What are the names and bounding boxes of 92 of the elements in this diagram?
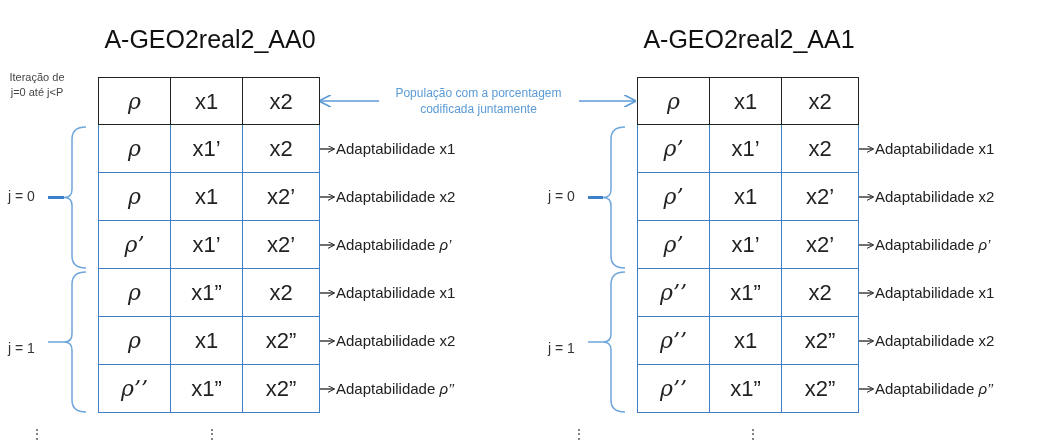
fitness-label: Adaptabilidade ρ’ [875, 235, 991, 255]
table-cell: x1” [710, 365, 782, 412]
table-row [637, 125, 859, 173]
table-cell: ρ’ [99, 221, 171, 268]
fitness-label: Adaptabilidade x1 [336, 283, 456, 303]
arrow [319, 241, 336, 249]
text-label: ⋮ [572, 425, 586, 444]
fitness-label: Adaptabilidade x2 [875, 187, 995, 207]
table-cell: ρ’’ [99, 365, 171, 412]
fitness-label: Adaptabilidade ρ’’ [875, 379, 994, 399]
table-cell: x1 [171, 78, 243, 124]
table-cell: ρ’’ [638, 365, 710, 412]
table-cell: x1’ [171, 125, 243, 172]
text-label: j = 1 [548, 339, 575, 358]
arrow [858, 193, 875, 201]
table-row [637, 365, 859, 413]
table-cell-text: x2’ [265, 183, 297, 211]
arrow [858, 145, 875, 153]
table-cell-text: x2 [268, 279, 294, 307]
text-label: ⋮ [205, 425, 219, 444]
fitness-label: Adaptabilidade x1 [875, 139, 995, 159]
table-title: A-GEO2real2_AA0 [104, 24, 316, 55]
table-cell: x1 [171, 317, 243, 364]
table-cell: x1 [171, 173, 243, 220]
table-row [637, 221, 859, 269]
table-cell-text: x2” [803, 327, 837, 355]
table-cell: ρ [99, 173, 171, 220]
table-row [98, 221, 320, 269]
table-cell: x1” [171, 269, 243, 316]
table-cell: ρ [99, 125, 171, 172]
table-cell-text: x2 [807, 279, 833, 307]
table-cell-text: x2 [268, 135, 294, 163]
table-cell: ρ [638, 78, 710, 124]
table-cell: ρ’ [638, 221, 710, 268]
table-cell: x1’ [710, 125, 782, 172]
arrow [319, 145, 336, 153]
table-cell: x1 [710, 173, 782, 220]
table-cell-text: x2’ [265, 231, 297, 259]
table-row [637, 77, 859, 125]
table-row [98, 269, 320, 317]
edge-label: População com a porcentagem codificada juntamente [378, 85, 579, 117]
text-label: j = 0 [548, 187, 575, 206]
table-cell: ρ [99, 269, 171, 316]
fitness-label: Adaptabilidade ρ’’ [336, 379, 455, 399]
table-cell: x1’ [710, 221, 782, 268]
text-label: j = 1 [8, 339, 35, 358]
iteration-note: Iteração de j=0 até j<P [8, 70, 66, 100]
table-title: A-GEO2real2_AA1 [643, 24, 855, 55]
table-cell: ρ’ [638, 173, 710, 220]
table-cell: x1’ [171, 221, 243, 268]
table-cell: ρ’ [638, 125, 710, 172]
arrow [319, 289, 336, 297]
arrow [319, 193, 336, 201]
arrow [858, 241, 875, 249]
fitness-label: Adaptabilidade ρ’ [336, 235, 452, 255]
table-cell-text: x2’ [804, 183, 836, 211]
table-cell-text: x2 [268, 87, 294, 116]
table-cell-text: x2’ [804, 231, 836, 259]
table-cell: ρ [99, 317, 171, 364]
table-row [98, 125, 320, 173]
table-cell: x1” [171, 365, 243, 412]
text-label: ⋮ [746, 425, 760, 444]
fitness-label: Adaptabilidade x1 [875, 283, 995, 303]
table-row [98, 317, 320, 365]
table-row [637, 173, 859, 221]
table-cell: ρ’’ [638, 317, 710, 364]
table-cell: x1 [710, 78, 782, 124]
arrow [319, 385, 336, 393]
table-row [637, 269, 859, 317]
table-cell-text: x2” [264, 327, 298, 355]
table-cell: x1” [710, 269, 782, 316]
table-cell-text: x2” [803, 375, 837, 403]
table-row [98, 77, 320, 125]
arrow [858, 385, 875, 393]
fitness-label: Adaptabilidade x2 [336, 331, 456, 351]
table-cell-text: x2 [807, 87, 833, 116]
fitness-label: Adaptabilidade x1 [336, 139, 456, 159]
table-cell-text: x2 [807, 135, 833, 163]
table-row [98, 365, 320, 413]
arrow [858, 337, 875, 345]
table-cell: x1 [710, 317, 782, 364]
arrow [319, 337, 336, 345]
table-cell-text: x2” [264, 375, 298, 403]
table-cell: ρ’’ [638, 269, 710, 316]
table-cell: ρ [99, 78, 171, 124]
fitness-label: Adaptabilidade x2 [875, 331, 995, 351]
text-label: j = 0 [8, 187, 35, 206]
table-row [98, 173, 320, 221]
arrow [858, 289, 875, 297]
fitness-label: Adaptabilidade x2 [336, 187, 456, 207]
table-row [637, 317, 859, 365]
text-label: ⋮ [30, 425, 44, 444]
